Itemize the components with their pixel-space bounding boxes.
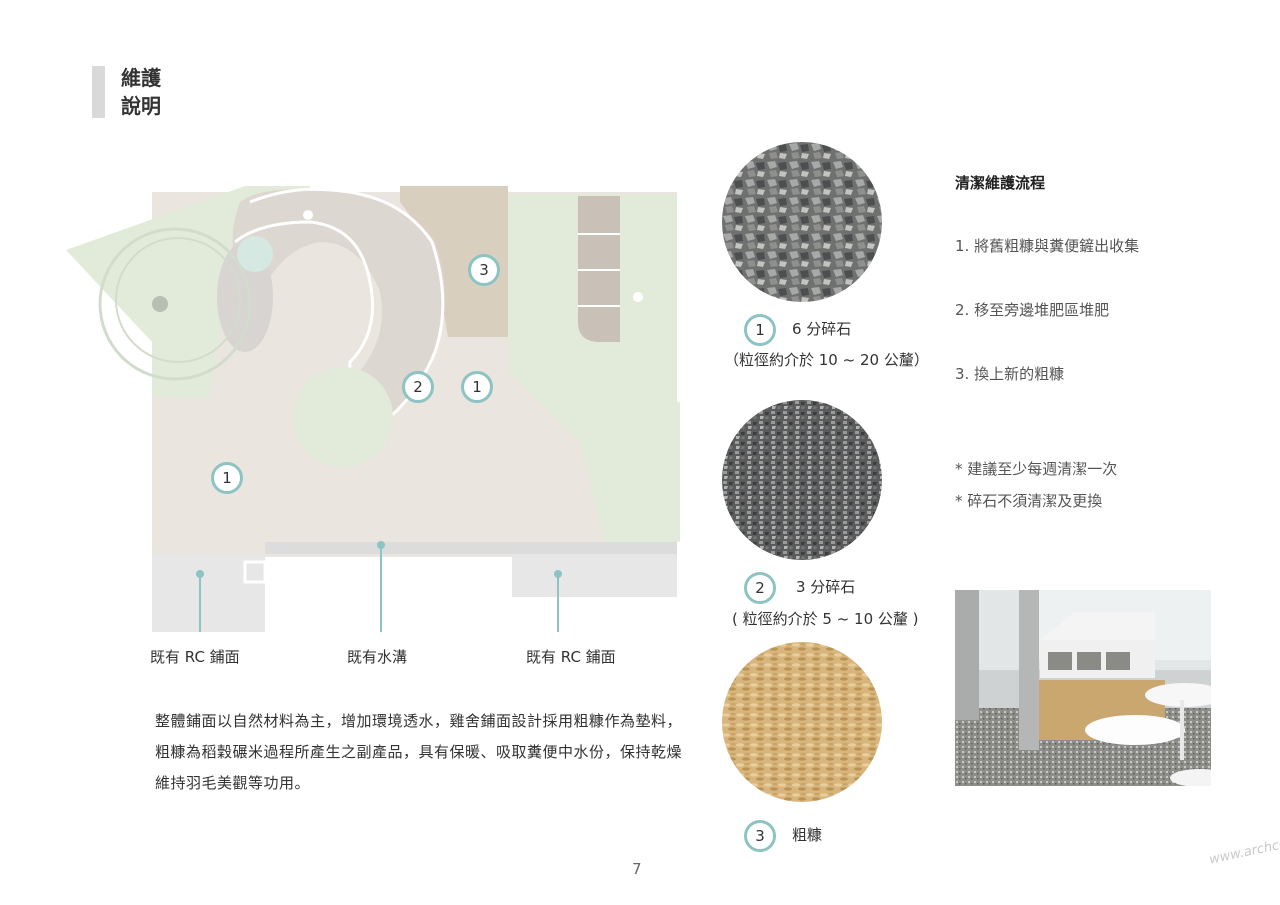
material-2-size: ( 粒徑約介於 5 ~ 10 公釐 ): [732, 610, 919, 628]
label-existing-rc-right: 既有 RC 鋪面: [526, 648, 616, 666]
process-step-2: 2. 移至旁邊堆肥區堆肥: [955, 301, 1110, 319]
note-weekly-cleaning: * 建議至少每週清潔一次: [955, 460, 1118, 478]
watermark-logo: www.archcollege.com: [1207, 823, 1280, 868]
plan-marker-2: 2: [402, 371, 434, 403]
plan-marker-3: 3: [468, 254, 500, 286]
rice-husk-photo: [722, 642, 882, 802]
page-title: 維護 說明: [121, 64, 161, 120]
label-existing-rc-left: 既有 RC 鋪面: [150, 648, 240, 666]
rc-paving-left: [152, 554, 265, 632]
material-1-name: 6 分碎石: [792, 320, 852, 338]
husk-area: [400, 186, 508, 337]
material-2-badge: 2: [744, 572, 776, 604]
tree-trunk: [152, 296, 168, 312]
grass-circle: [293, 367, 393, 467]
material-1-size: （粒徑約介於 10 ~ 20 公釐）: [724, 351, 929, 369]
description-text: 整體鋪面以自然材料為主，增加環境透水，雞舍鋪面設計採用粗糠作為墊料，粗糠為稻穀碾…: [155, 712, 683, 792]
gravel-6-photo: [722, 142, 882, 302]
process-step-1: 1. 將舊粗糠與糞便鏟出收集: [955, 237, 1140, 255]
leader-dot: [554, 570, 562, 578]
gravel-3-photo: [722, 400, 882, 560]
heading-accent-bar: [92, 66, 105, 118]
grass-left: [66, 186, 310, 397]
leader-dot: [196, 570, 204, 578]
tree-circle-small: [237, 236, 273, 272]
chicken-coop-photo: [955, 590, 1211, 786]
material-3-badge: 3: [744, 820, 776, 852]
drain-strip: [265, 542, 677, 554]
process-title: 清潔維護流程: [955, 174, 1046, 192]
material-3-name: 粗糠: [792, 826, 823, 844]
path-edge-inner: [234, 220, 386, 446]
leader-dot: [377, 541, 385, 549]
material-2-name: 3 分碎石: [796, 578, 856, 596]
page-number: 7: [632, 860, 642, 878]
tree-canopy-outer: [98, 227, 252, 381]
grass-right-mound: [602, 402, 680, 542]
light-dot: [633, 292, 643, 302]
rc-notch: [243, 560, 267, 584]
page-title-line2: 說明: [121, 94, 161, 118]
rc-paving-right: [512, 554, 677, 597]
site-plan: [66, 186, 680, 632]
light-dot: [303, 210, 313, 220]
material-1-badge: 1: [744, 314, 776, 346]
label-existing-drain: 既有水溝: [347, 648, 408, 666]
note-gravel: * 碎石不須清潔及更換: [955, 492, 1103, 510]
plan-marker-1: 1: [211, 462, 243, 494]
gravel-path: [232, 189, 445, 445]
process-step-3: 3. 換上新的粗糠: [955, 365, 1065, 383]
tree-canopy-inner: [115, 237, 241, 363]
page-title-line1: 維護: [121, 66, 161, 90]
plan-marker-1: 1: [461, 371, 493, 403]
